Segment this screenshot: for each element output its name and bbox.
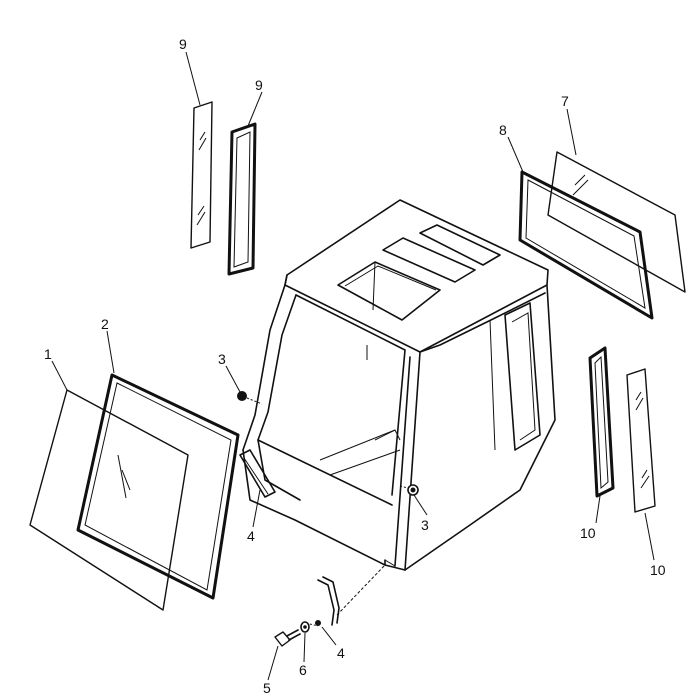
callout-5: 5 — [263, 680, 271, 694]
leader-lines — [51, 51, 655, 681]
part-9-side-glass-right — [626, 368, 656, 513]
part-7-rear-glass — [547, 151, 686, 293]
part-8-rear-weatherstrip — [518, 170, 654, 320]
callout-3-right: 3 — [421, 517, 429, 533]
part-10-weatherstrip-right — [588, 346, 615, 498]
callout-1: 1 — [44, 346, 52, 362]
callout-labels: 1 2 3 3 4 4 5 6 7 8 9 9 10 10 — [44, 36, 666, 694]
part-6-washer — [300, 621, 310, 633]
part-3-bolt-left — [237, 391, 263, 405]
part-1-front-glass — [29, 389, 189, 611]
part-5-bolt — [274, 629, 301, 647]
callout-2: 2 — [101, 316, 109, 332]
callout-7: 7 — [561, 93, 569, 109]
callout-10-top: 9 — [255, 77, 263, 93]
callout-9-top: 9 — [179, 36, 187, 52]
callout-4-bottom: 4 — [337, 645, 345, 661]
callout-4-left: 4 — [247, 528, 255, 544]
part-3-bolt-right — [399, 484, 419, 496]
cab-body — [239, 199, 556, 571]
callout-10-right: 10 — [580, 525, 596, 541]
part-9-side-glass-left — [190, 101, 213, 249]
part-4-door-handle — [305, 564, 386, 627]
callout-6: 6 — [299, 662, 307, 678]
part-10-weatherstrip-left — [227, 122, 257, 276]
callout-8: 8 — [499, 122, 507, 138]
callout-9-right: 10 — [650, 562, 666, 578]
callout-3-left: 3 — [218, 351, 226, 367]
part-2-weatherstrip — [76, 373, 240, 600]
